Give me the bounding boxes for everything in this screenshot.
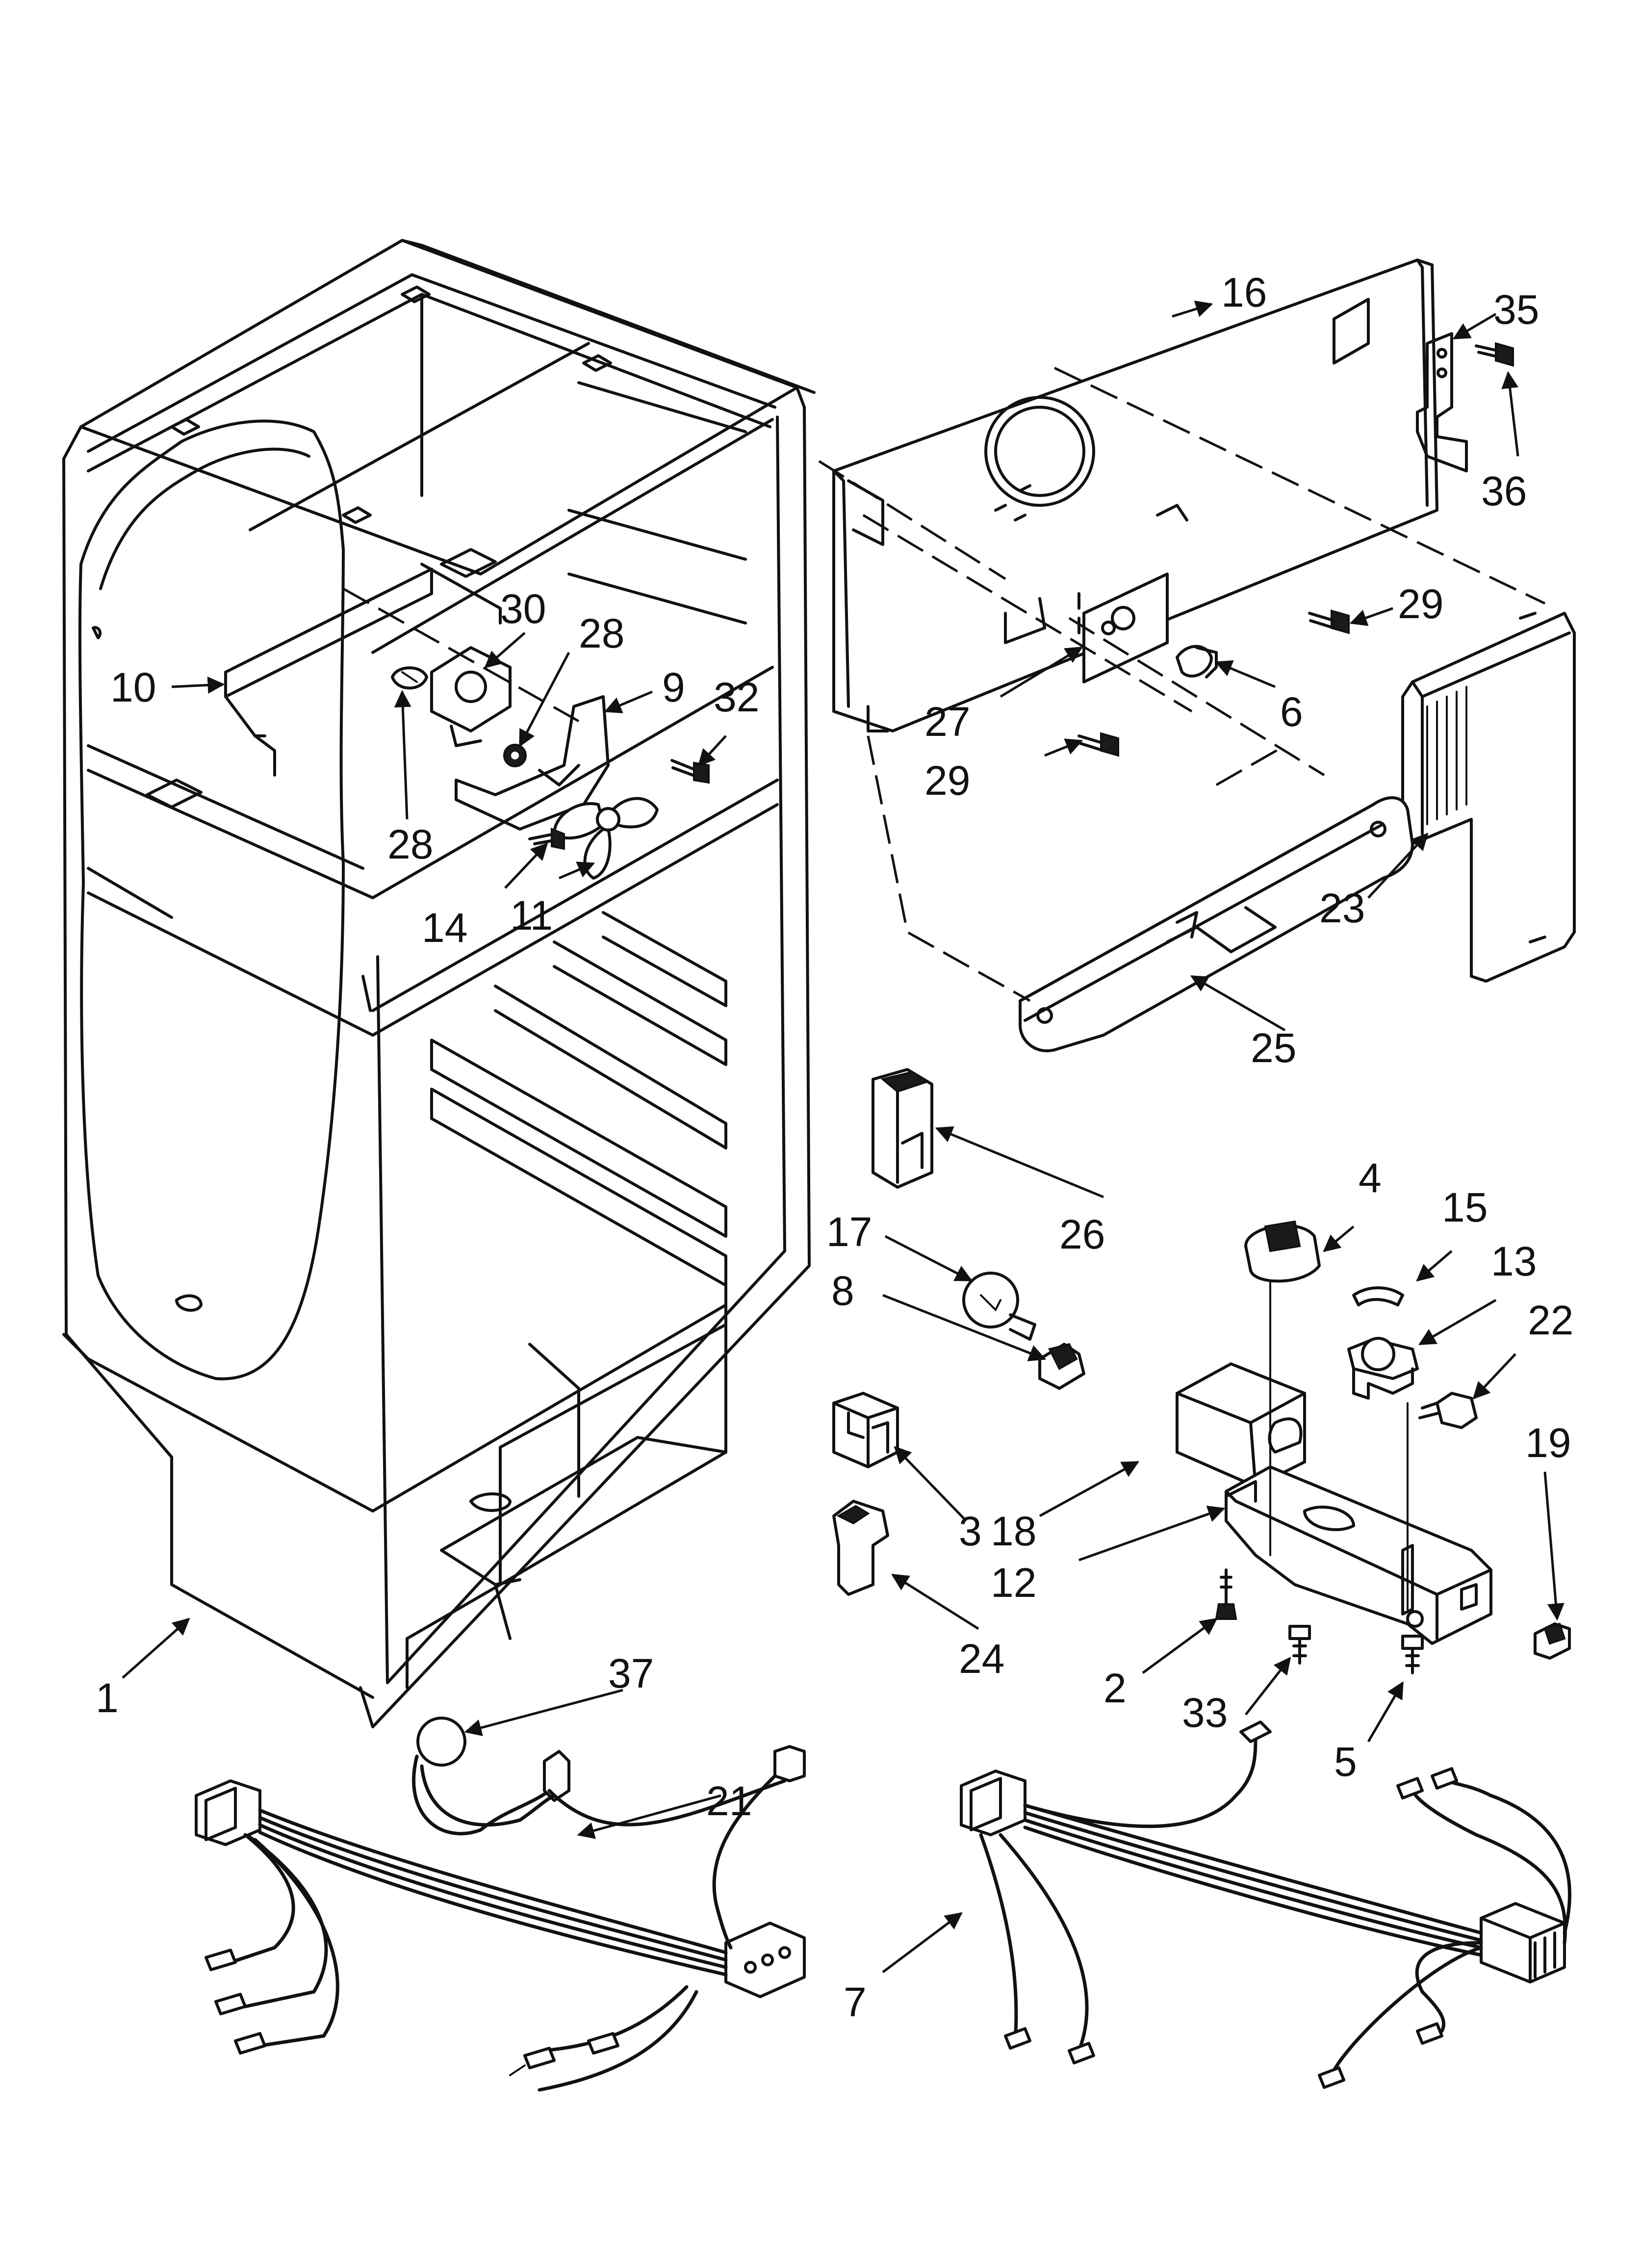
callout-26: 26 <box>1059 1211 1105 1257</box>
callout-29a: 29 <box>1398 581 1443 627</box>
light-shield-part-18 <box>1176 1362 1306 1488</box>
callout-labels: 1 2 3 4 5 6 7 8 9 10 11 12 13 14 15 16 1… <box>96 269 1573 2025</box>
callout-28b: 28 <box>387 821 433 867</box>
callout-33: 33 <box>1182 1690 1228 1736</box>
callout-18: 18 <box>991 1508 1036 1554</box>
control-knob-part-4 <box>1244 1220 1321 1283</box>
socket-part-8 <box>1038 1343 1085 1390</box>
callout-2: 2 <box>1103 1665 1127 1711</box>
connector-part-19 <box>1534 1622 1571 1660</box>
fan-motor-part-30 <box>430 646 512 747</box>
callout-29b: 29 <box>924 757 970 804</box>
evaporator-cover-part-16 <box>832 259 1438 732</box>
callout-12: 12 <box>991 1560 1036 1606</box>
sensor-part-37 <box>412 1717 570 1836</box>
leader-lines <box>122 300 1565 1973</box>
callout-22: 22 <box>1528 1297 1573 1343</box>
switch-part-26 <box>872 1068 933 1189</box>
callout-11: 11 <box>510 892 553 938</box>
screw-part-36 <box>1475 342 1514 367</box>
callout-19: 19 <box>1525 1420 1571 1466</box>
callout-6: 6 <box>1280 689 1303 735</box>
fan-blade-part-11 <box>553 797 659 880</box>
alignment-lines <box>342 366 1546 1002</box>
callout-3: 3 <box>959 1508 982 1554</box>
screw-part-29-upper <box>1308 609 1350 634</box>
callout-37: 37 <box>608 1650 654 1696</box>
knob-part-22 <box>1418 1392 1478 1429</box>
bracket-part-10 <box>224 563 502 777</box>
screw-part-29-lower <box>1078 732 1119 757</box>
callout-10: 10 <box>110 664 156 710</box>
callout-24: 24 <box>959 1636 1004 1682</box>
fan-bracket-part-9 <box>455 695 610 831</box>
callout-17: 17 <box>826 1209 872 1255</box>
callout-13: 13 <box>1491 1238 1537 1284</box>
callout-8: 8 <box>831 1268 854 1314</box>
callout-30: 30 <box>500 586 546 632</box>
bracket-part-35 <box>1416 332 1468 472</box>
callout-16: 16 <box>1221 269 1267 315</box>
callout-14: 14 <box>422 905 467 951</box>
callout-9: 9 <box>662 664 685 710</box>
callout-21: 21 <box>706 1778 752 1824</box>
connector-part-24 <box>832 1500 889 1596</box>
callout-15: 15 <box>1442 1184 1488 1230</box>
screw-part-33 <box>1288 1625 1311 1665</box>
callout-4: 4 <box>1359 1155 1382 1201</box>
callout-28a: 28 <box>579 610 624 656</box>
callout-25: 25 <box>1251 1025 1296 1071</box>
callout-36: 36 <box>1481 468 1527 514</box>
screw-part-5 <box>1401 1635 1424 1674</box>
wire-harness-part-7 <box>960 1721 1571 2089</box>
grommet-part-28 <box>391 666 527 767</box>
plug-part-6 <box>1176 645 1218 678</box>
air-duct-part-25 <box>1019 796 1414 1052</box>
wire-harness-part-21 <box>195 1745 806 2092</box>
callout-7: 7 <box>844 1979 867 2025</box>
screw-part-32 <box>670 759 710 784</box>
callout-27: 27 <box>924 699 970 745</box>
control-housing-part-23 <box>1401 612 1576 983</box>
callout-32: 32 <box>714 674 759 720</box>
callout-5: 5 <box>1334 1739 1357 1785</box>
bulb-part-17 <box>962 1272 1036 1341</box>
control-tray-part-12 <box>1225 1279 1492 1645</box>
screw-part-14 <box>528 828 565 850</box>
screw-part-2 <box>1215 1568 1237 1620</box>
switch-part-3 <box>832 1392 899 1468</box>
cabinet-liner <box>62 239 816 1728</box>
callout-23: 23 <box>1319 885 1365 931</box>
callout-35: 35 <box>1493 287 1539 333</box>
thermostat-part-13 <box>1347 1337 1419 1400</box>
callout-1: 1 <box>96 1675 119 1721</box>
sensor-tube-part-15 <box>1352 1286 1404 1306</box>
